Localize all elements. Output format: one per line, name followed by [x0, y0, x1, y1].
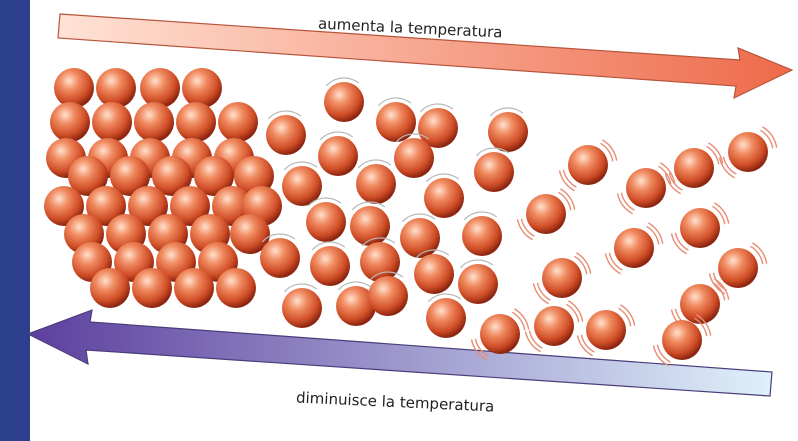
- gas-particle: [526, 194, 566, 234]
- liquid-particle: [458, 264, 498, 304]
- liquid-particle: [400, 218, 440, 258]
- liquid-particle: [394, 138, 434, 178]
- solid-particle: [92, 102, 132, 142]
- liquid-particle: [324, 82, 364, 122]
- liquid-particle: [360, 242, 400, 282]
- liquid-particle: [426, 298, 466, 338]
- gas-particle: [662, 320, 702, 360]
- liquid-particle: [356, 164, 396, 204]
- solid-particle: [90, 268, 130, 308]
- liquid-particle: [488, 112, 528, 152]
- liquid-particle: [266, 115, 306, 155]
- gas-particle: [718, 248, 758, 288]
- solid-particle: [216, 268, 256, 308]
- gas-particle: [542, 258, 582, 298]
- solid-particle: [54, 68, 94, 108]
- liquid-particle: [414, 254, 454, 294]
- solid-particle: [50, 102, 90, 142]
- liquid-particle: [368, 276, 408, 316]
- gas-particle: [728, 132, 768, 172]
- solid-particle: [132, 268, 172, 308]
- solid-particle: [96, 68, 136, 108]
- solid-particle: [176, 102, 216, 142]
- liquid-particle: [318, 136, 358, 176]
- liquid-particle: [462, 216, 502, 256]
- gas-particle: [614, 228, 654, 268]
- solid-particle: [174, 268, 214, 308]
- gas-particle: [680, 208, 720, 248]
- gas-particle: [626, 168, 666, 208]
- liquid-particle: [310, 246, 350, 286]
- liquid-particle: [306, 202, 346, 242]
- gas-particle: [568, 145, 608, 185]
- gas-particle: [534, 306, 574, 346]
- solid-particle: [134, 102, 174, 142]
- solid-particle: [140, 68, 180, 108]
- liquid-particle: [474, 152, 514, 192]
- gas-particle: [674, 148, 714, 188]
- liquid-particle: [282, 288, 322, 328]
- solid-particle: [182, 68, 222, 108]
- gas-particle: [586, 310, 626, 350]
- gas-particle: [480, 314, 520, 354]
- liquid-particle: [260, 238, 300, 278]
- solid-particle: [218, 102, 258, 142]
- liquid-particle: [424, 178, 464, 218]
- liquid-particle: [376, 102, 416, 142]
